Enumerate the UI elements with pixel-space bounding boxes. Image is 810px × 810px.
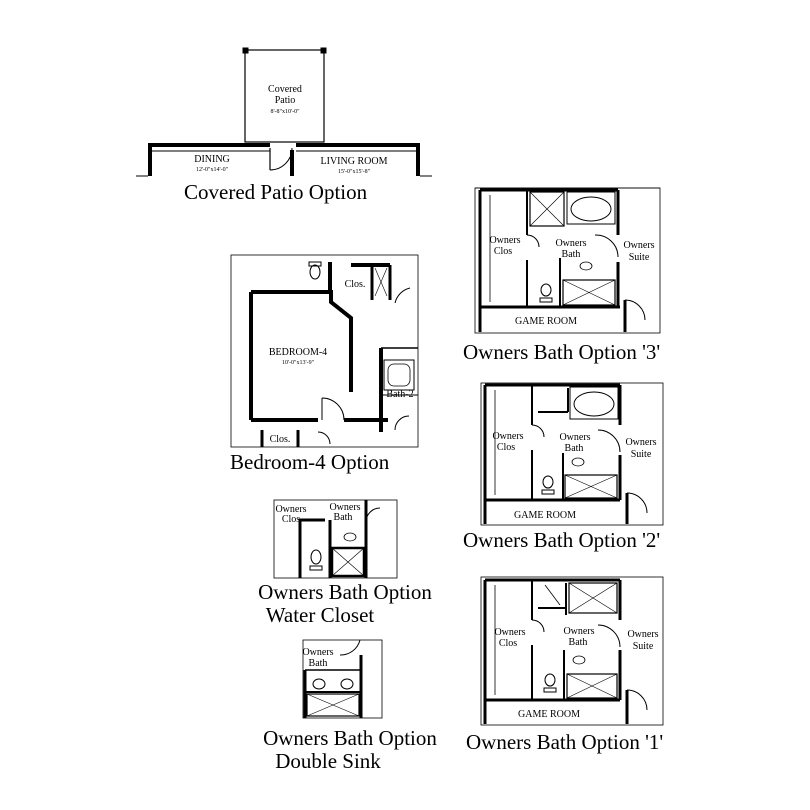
living-room-dimension: 15'-0"x15'-8" xyxy=(338,169,371,175)
owners-closet-label: Clos xyxy=(499,638,517,649)
owners-closet-label: Owners xyxy=(489,235,520,246)
owners-bath-option-1-plan: Owners Clos Owners Bath Owners Suite GAM… xyxy=(480,576,664,726)
owners-closet-label: Clos xyxy=(497,442,515,453)
bedroom-4-option-caption: Bedroom-4 Option xyxy=(230,450,390,474)
bedroom-4-dimension: 10'-0"x13'-9" xyxy=(282,360,315,366)
covered-patio-option-caption: Covered Patio Option xyxy=(184,180,368,204)
owners-bath-option-1-caption: Owners Bath Option '1' xyxy=(466,730,664,754)
owners-bath-label: Bath xyxy=(562,249,581,260)
owners-suite-label: Suite xyxy=(631,449,652,460)
water-closet-option-caption-line-2: Water Closet xyxy=(265,603,375,627)
owners-bath-label: Bath xyxy=(569,637,588,648)
owners-bath-label: Owners xyxy=(563,626,594,637)
bedroom-4-plan: Clos. BEDROOM-4 10'-0"x13'-9" Bath-2 Clo… xyxy=(230,254,419,448)
owners-closet-label: Owners xyxy=(492,431,523,442)
patio-label: Patio xyxy=(275,95,296,106)
owners-bath-label: Owners xyxy=(329,502,360,513)
owners-suite-label: Owners xyxy=(627,629,658,640)
owners-bath-option-3-caption: Owners Bath Option '3' xyxy=(463,340,661,364)
living-room-label: LIVING ROOM xyxy=(321,156,388,167)
double-sink-option-caption-line-1: Owners Bath Option xyxy=(263,726,437,750)
owners-closet-label: Clos xyxy=(282,514,300,525)
owners-bath-option-2-caption: Owners Bath Option '2' xyxy=(463,528,661,552)
double-sink-plan: Owners Bath xyxy=(302,639,383,719)
owners-bath-label: Bath xyxy=(565,443,584,454)
owners-bath-option-3-plan: Owners Clos Owners Bath Owners Suite GAM… xyxy=(474,187,661,334)
owners-suite-label: Owners xyxy=(625,437,656,448)
game-room-label: GAME ROOM xyxy=(515,316,577,327)
owners-bath-label: Owners xyxy=(559,432,590,443)
dining-label: DINING xyxy=(194,154,230,165)
double-sink-option-caption-line-2: Double Sink xyxy=(275,749,381,773)
bedroom-4-label: BEDROOM-4 xyxy=(269,347,327,358)
owners-closet-label: Owners xyxy=(275,504,306,515)
water-closet-option-caption-line-1: Owners Bath Option xyxy=(258,580,432,604)
covered-patio-plan: Covered Patio 8'-8"x10'-0" DINING 12'-0"… xyxy=(136,47,432,177)
game-room-label: GAME ROOM xyxy=(514,510,576,521)
water-closet-plan: Owners Clos Owners Bath xyxy=(273,499,398,579)
patio-label: Covered xyxy=(268,84,302,95)
owners-suite-label: Suite xyxy=(629,252,650,263)
game-room-label: GAME ROOM xyxy=(518,709,580,720)
owners-bath-option-2-plan: Owners Clos Owners Bath Owners Suite GAM… xyxy=(480,382,664,526)
owners-bath-label: Owners xyxy=(555,238,586,249)
dining-dimension: 12'-0"x14'-0" xyxy=(196,167,229,173)
closet-label: Clos. xyxy=(345,279,366,290)
owners-closet-label: Owners xyxy=(494,627,525,638)
owners-bath-label: Bath xyxy=(334,512,353,523)
closet-label: Clos. xyxy=(270,434,291,445)
owners-suite-label: Owners xyxy=(623,240,654,251)
owners-bath-label: Owners xyxy=(302,647,333,658)
bath-2-label: Bath-2 xyxy=(386,389,413,400)
owners-bath-label: Bath xyxy=(309,658,328,669)
owners-closet-label: Clos xyxy=(494,246,512,257)
patio-dimension: 8'-8"x10'-0" xyxy=(270,109,300,115)
owners-suite-label: Suite xyxy=(633,641,654,652)
